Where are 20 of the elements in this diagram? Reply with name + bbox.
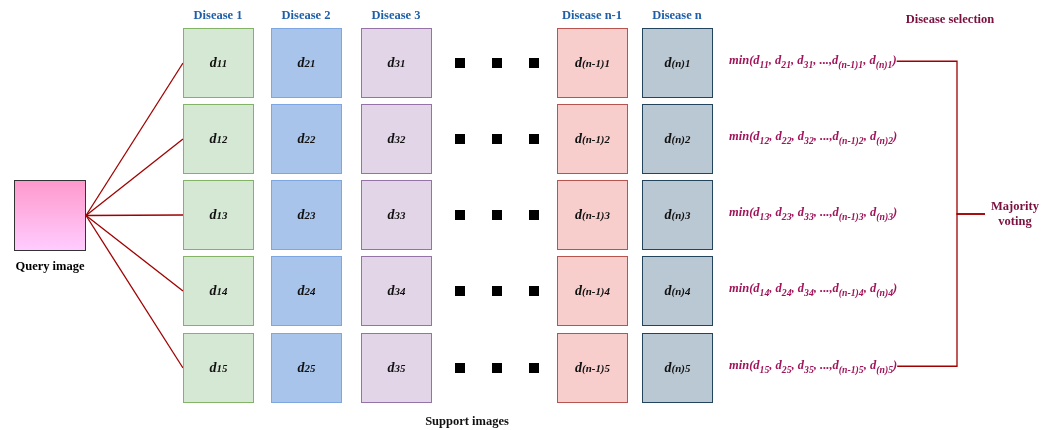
section-title: Disease selection: [905, 12, 995, 27]
column-header: Disease n: [652, 8, 702, 23]
result-label: Majority voting: [985, 199, 1045, 229]
column-header: Disease n-1: [561, 8, 623, 23]
min-formula: min(d$_{12}$, d$_{22}$, d$_{32}$, ...,d$_{(n-1)2}$, d$_{(n)2}$): [729, 129, 898, 146]
connector-line: [85, 138, 184, 217]
column-header: Disease 1: [193, 8, 243, 23]
min-formula: min(d$_{15}$, d$_{25}$, d$_{35}$, ...,d$_{(n-1)5}$, d$_{(n)5}$): [729, 358, 898, 375]
image-caption: Query image: [14, 259, 86, 274]
bracket-line: [896, 213, 986, 367]
min-formula: min(d$_{13}$, d$_{23}$, d$_{33}$, ...,d$_{(n-1)3}$, d$_{(n)3}$): [729, 205, 898, 222]
column-header: Disease 3: [371, 8, 421, 23]
connector-line: [85, 62, 184, 217]
connector-line: [85, 214, 184, 292]
connector-line: [85, 214, 184, 217]
axis-caption: Support images: [425, 414, 509, 429]
column-header: Disease 2: [281, 8, 331, 23]
min-formula: min(d$_{14}$, d$_{24}$, d$_{34}$, ...,d$_{(n-1)4}$, d$_{(n)4}$): [729, 281, 898, 298]
connector-line: [85, 214, 184, 369]
min-formula: min(d$_{11}$, d$_{21}$, d$_{31}$, ...,d$_{(n-1)1}$, d$_{(n)1}$): [729, 53, 897, 70]
